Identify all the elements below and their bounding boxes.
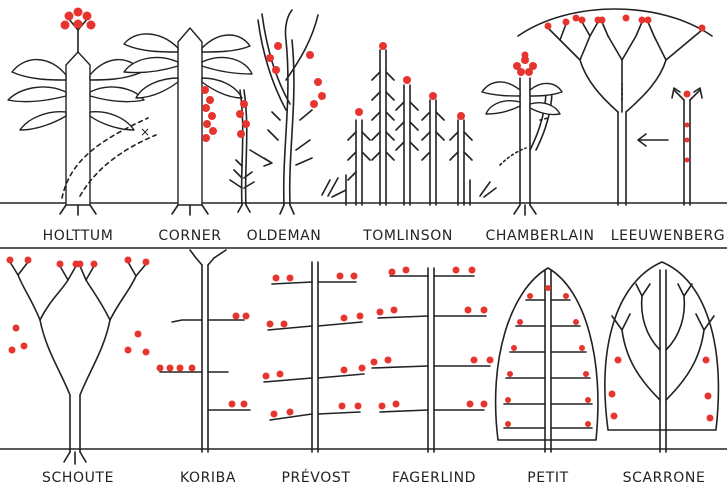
model-label-schoute: SCHOUTE bbox=[42, 470, 114, 486]
model-label-prevost: PRÉVOST bbox=[281, 470, 350, 486]
model-label-petit: PETIT bbox=[527, 470, 569, 486]
tree-petit bbox=[496, 268, 598, 452]
tree-scarrone bbox=[605, 262, 718, 452]
svg-text:×: × bbox=[140, 125, 150, 139]
model-label-scarrone: SCARRONE bbox=[623, 470, 706, 486]
tree-fagerlind bbox=[371, 267, 494, 453]
model-label-tomlinson: TOMLINSON bbox=[363, 228, 453, 244]
model-label-koriba: KORIBA bbox=[180, 470, 236, 486]
tree-corner bbox=[124, 28, 252, 215]
model-label-fagerlind: FAGERLIND bbox=[392, 470, 476, 486]
model-label-chamberlain: CHAMBERLAIN bbox=[485, 228, 594, 244]
tree-tomlinson bbox=[322, 42, 496, 205]
model-label-corner: CORNER bbox=[158, 228, 221, 244]
tree-prevost bbox=[263, 262, 366, 452]
model-label-leeuwenberg: LEEUWENBERG bbox=[611, 228, 726, 244]
tree-koriba bbox=[157, 250, 251, 452]
model-label-holttum: HOLTTUM bbox=[43, 228, 114, 244]
model-label-oldeman: OLDEMAN bbox=[247, 228, 322, 244]
tree-schoute bbox=[7, 257, 150, 465]
